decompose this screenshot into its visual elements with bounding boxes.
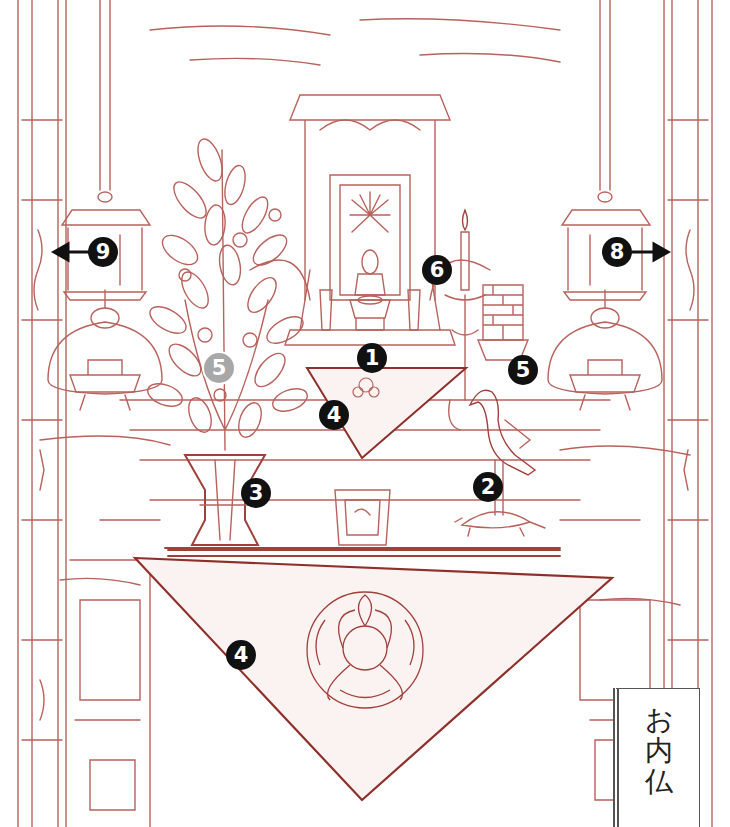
callout-number: 6 — [422, 255, 452, 285]
title-box: お内仏 — [613, 688, 700, 827]
callout-number: 4 — [226, 640, 256, 670]
callout-number: 4 — [319, 400, 349, 430]
callout-number: 1 — [357, 343, 387, 373]
callout-number: 8 — [602, 237, 632, 267]
callout-number: 5 — [202, 351, 236, 385]
callout-number: 5 — [508, 355, 538, 385]
callout-number: 3 — [241, 478, 271, 508]
callout-number: 9 — [88, 237, 118, 267]
callout-number: 2 — [473, 472, 503, 502]
vertical-title: お内仏 — [645, 705, 673, 797]
